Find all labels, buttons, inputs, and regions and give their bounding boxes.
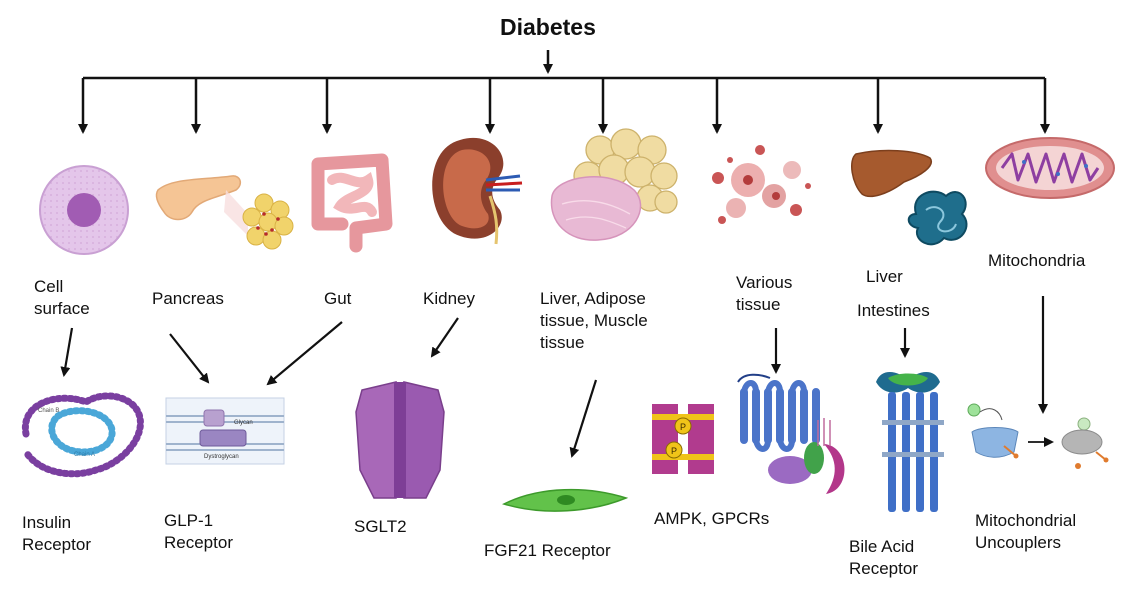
gut-icon [311,153,393,253]
ampk-phospho-label-1: P [680,422,686,432]
organ-label-adipose: Liver, Adipose tissue, Muscle tissue [540,289,648,352]
receptor-label-sglt2: SGLT2 [354,517,407,536]
glp1-glycan-label: Glycan [234,420,253,426]
cell-icon [39,165,129,255]
sglt2-icon [355,381,445,499]
intestines-icon [907,190,968,246]
insulin-chain-a-label: Chain A [74,452,95,458]
uncouplers-icon [967,403,1109,469]
glp1-dystroglycan-label: Dystroglycan [204,454,239,460]
bile-acid-receptor-icon [876,371,944,512]
organ-label-liver: Liver [866,267,903,286]
tissue-icon [712,145,811,224]
ampk-gpcr-icon: P P [652,373,845,494]
organ-label-various: Various tissue [736,273,793,314]
receptor-label-bile-acid: Bile Acid Receptor [849,537,918,578]
receptor-label-fgf21: FGF21 Receptor [484,541,611,560]
ampk-phospho-label-2: P [671,446,677,456]
tree-connector [78,50,1050,134]
organ-label-mitochondria: Mitochondria [988,251,1086,270]
insulin-receptor-icon: Chain B Chain A [21,392,144,478]
receptor-label-ampk-gpcr: AMPK, GPCRs [654,509,770,528]
fgf21-receptor-icon [501,488,629,512]
receptor-label-insulin: Insulin Receptor [22,513,91,554]
organ-label-kidney: Kidney [423,289,475,308]
receptor-label-glp1: GLP-1 Receptor [164,511,233,552]
glp1-receptor-icon: Glycan Dystroglycan [165,397,285,465]
liver-icon [850,149,933,198]
mechanism-arrows [60,296,1048,458]
adipose-muscle-icon [550,128,678,241]
organ-label-intestines: Intestines [857,301,930,320]
organ-label-cell: Cell surface [34,277,90,318]
diagram-title: Diabetes [500,14,596,40]
insulin-chain-b-label: Chain B [38,408,59,414]
mitochondria-icon [985,137,1115,199]
arrow-kidney-to-sglt2 [430,317,459,358]
kidney-icon [432,137,523,245]
arrow-gut-to-glp1 [266,321,343,386]
arrow-cell-to-insulin [60,327,74,377]
arrow-pancreas-to-glp1 [169,333,210,384]
organ-label-gut: Gut [324,289,352,308]
organ-label-pancreas: Pancreas [152,289,224,308]
receptor-label-uncouplers: Mitochondrial Uncouplers [975,511,1077,552]
pancreas-icon [155,175,294,250]
arrow-adipose-to-fgf21 [569,379,598,458]
